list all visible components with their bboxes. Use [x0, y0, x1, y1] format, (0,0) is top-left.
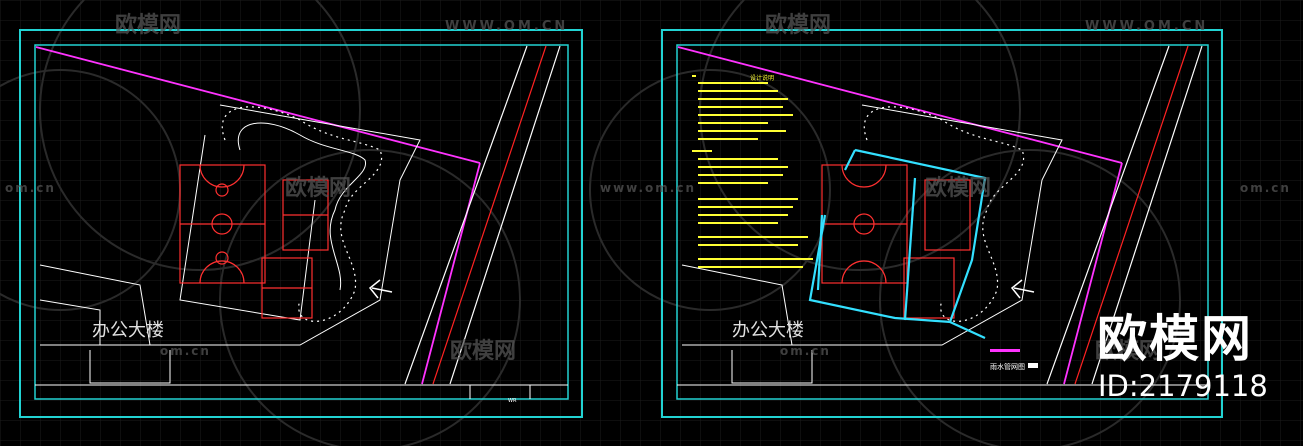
svg-text:欧模网: 欧模网 [285, 175, 351, 201]
left-courts-small [261, 179, 329, 319]
svg-text:欧模网: 欧模网 [765, 12, 831, 38]
left-outer-frame [19, 29, 583, 418]
svg-text:欧模网: 欧模网 [1095, 338, 1161, 364]
left-inner-frame [34, 44, 569, 400]
left-road-edge [404, 45, 528, 385]
right-notes-title: 设计说明 [750, 74, 774, 82]
svg-text:om.cn: om.cn [5, 181, 56, 195]
svg-text:www.om.cn: www.om.cn [600, 181, 696, 195]
legend-label: 雨水管网图 [990, 362, 1025, 371]
svg-text:om.cn: om.cn [1240, 181, 1291, 195]
right-site-boundary [677, 46, 1123, 164]
right-dotted-path [863, 106, 1025, 322]
brand-logo-text: 欧模网 [1097, 310, 1253, 368]
right-sheet: 设计说明 雨水管网图 [661, 29, 1223, 418]
watermarks: 欧模网 欧模网 欧模网 欧模网 欧模网 欧模网 WWW.OM.CN WWW.OM… [5, 12, 1291, 364]
svg-text:WWW.OM.CN: WWW.OM.CN [1085, 19, 1208, 34]
right-north-arrow [1010, 279, 1035, 299]
left-sheet [19, 29, 583, 418]
brand-id-text: ID:2179118 [1098, 369, 1268, 403]
left-building-label: 办公大楼 [92, 320, 164, 341]
svg-text:om.cn: om.cn [160, 344, 211, 358]
svg-text:WWW.OM.CN: WWW.OM.CN [445, 19, 568, 34]
right-building-label: 办公大楼 [732, 320, 804, 341]
svg-text:欧模网: 欧模网 [925, 175, 991, 201]
svg-text:om.cn: om.cn [780, 344, 831, 358]
legend-swatch [990, 349, 1020, 352]
right-design-notes [692, 75, 813, 268]
left-dotted-path [221, 106, 383, 322]
left-title-block: WR [508, 398, 517, 404]
svg-text:欧模网: 欧模网 [115, 12, 181, 38]
left-basketball-court [179, 164, 266, 284]
left-road-red [432, 45, 547, 385]
right-inner-frame [676, 44, 1209, 400]
left-north-arrow [368, 279, 393, 299]
right-basketball-court [821, 164, 908, 284]
right-storm-pipes [808, 148, 987, 340]
svg-text:欧模网: 欧模网 [450, 338, 516, 364]
right-outer-frame [661, 29, 1223, 418]
left-site-boundary [35, 46, 481, 164]
